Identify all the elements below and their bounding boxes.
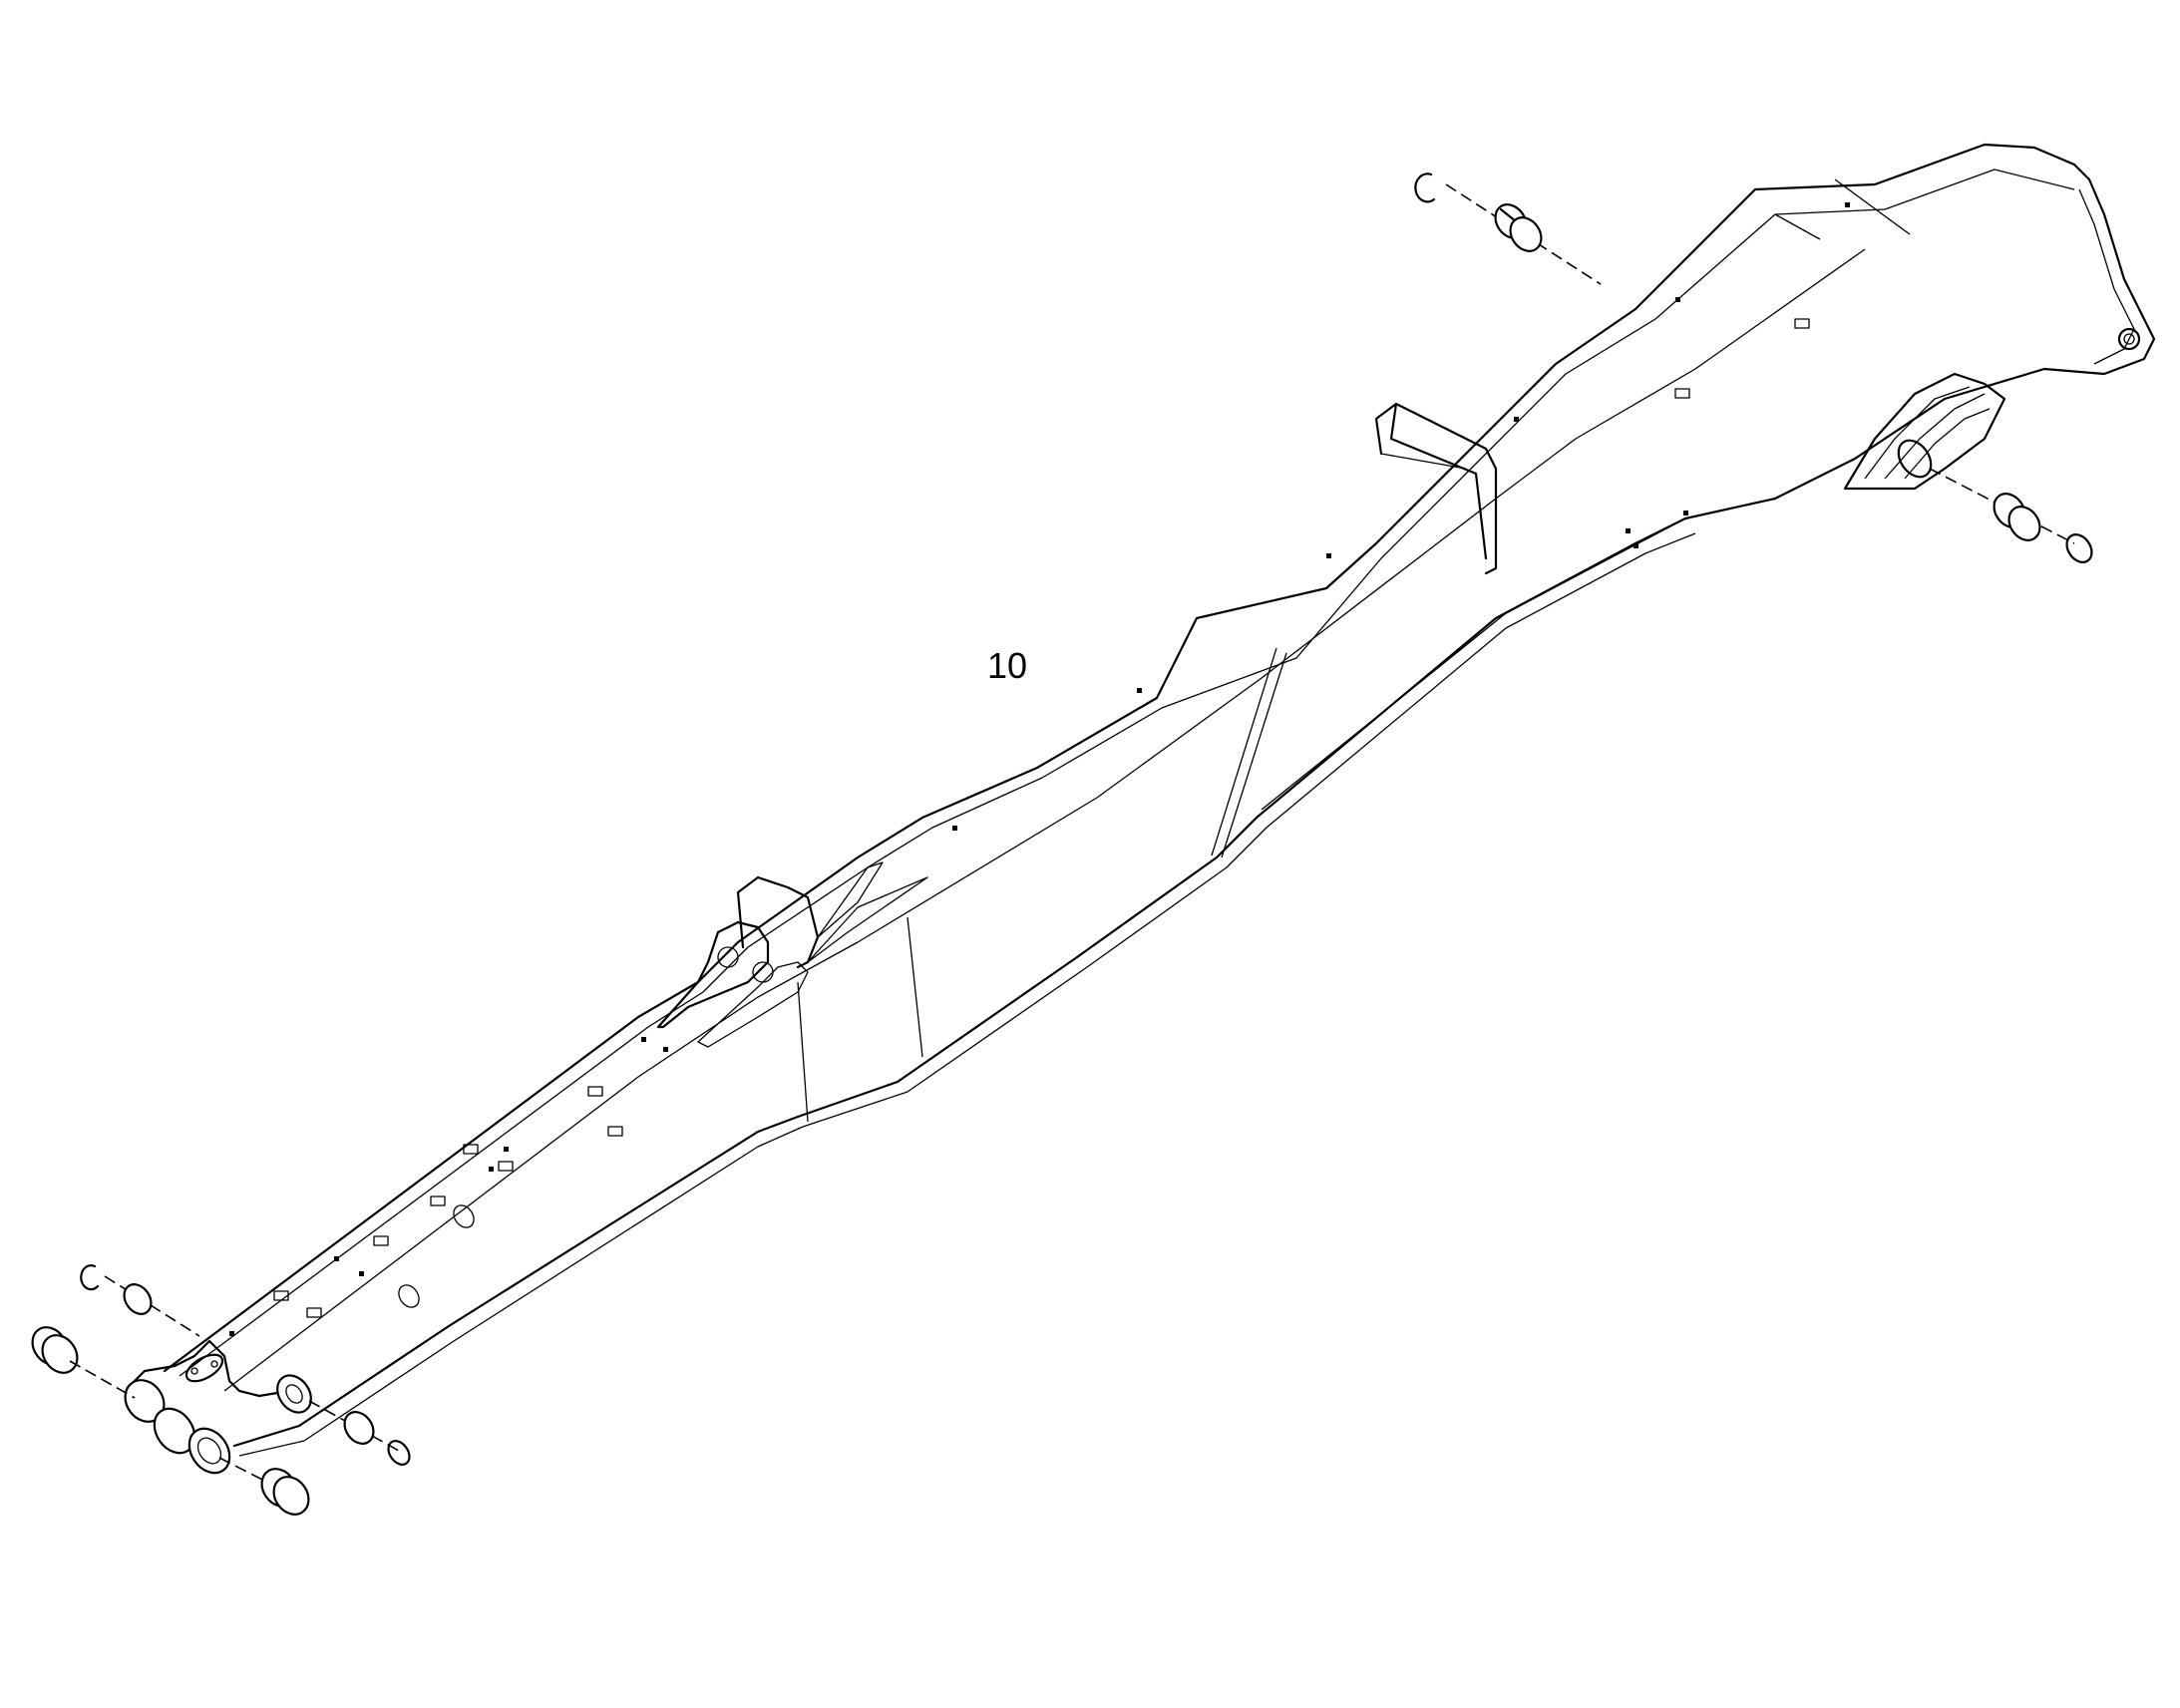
plate-holes <box>229 202 1850 1336</box>
pin-assembly-foot <box>1929 468 2093 563</box>
boom-body <box>163 143 2156 1457</box>
callout-10: 10 <box>987 645 1027 686</box>
foot-pivot-disc <box>1843 372 2006 491</box>
pin-assembly-lower-middle <box>308 1400 411 1466</box>
mid-boom-bracket <box>1374 402 1498 575</box>
cylinder-bracket <box>656 861 928 1048</box>
pin-assembly-left-lower <box>31 1326 136 1399</box>
pin-assembly-tip <box>218 1457 310 1516</box>
pin-assembly-left-upper <box>80 1264 200 1337</box>
pin-assembly-top <box>1414 172 1602 285</box>
boom-tip <box>124 1339 312 1475</box>
